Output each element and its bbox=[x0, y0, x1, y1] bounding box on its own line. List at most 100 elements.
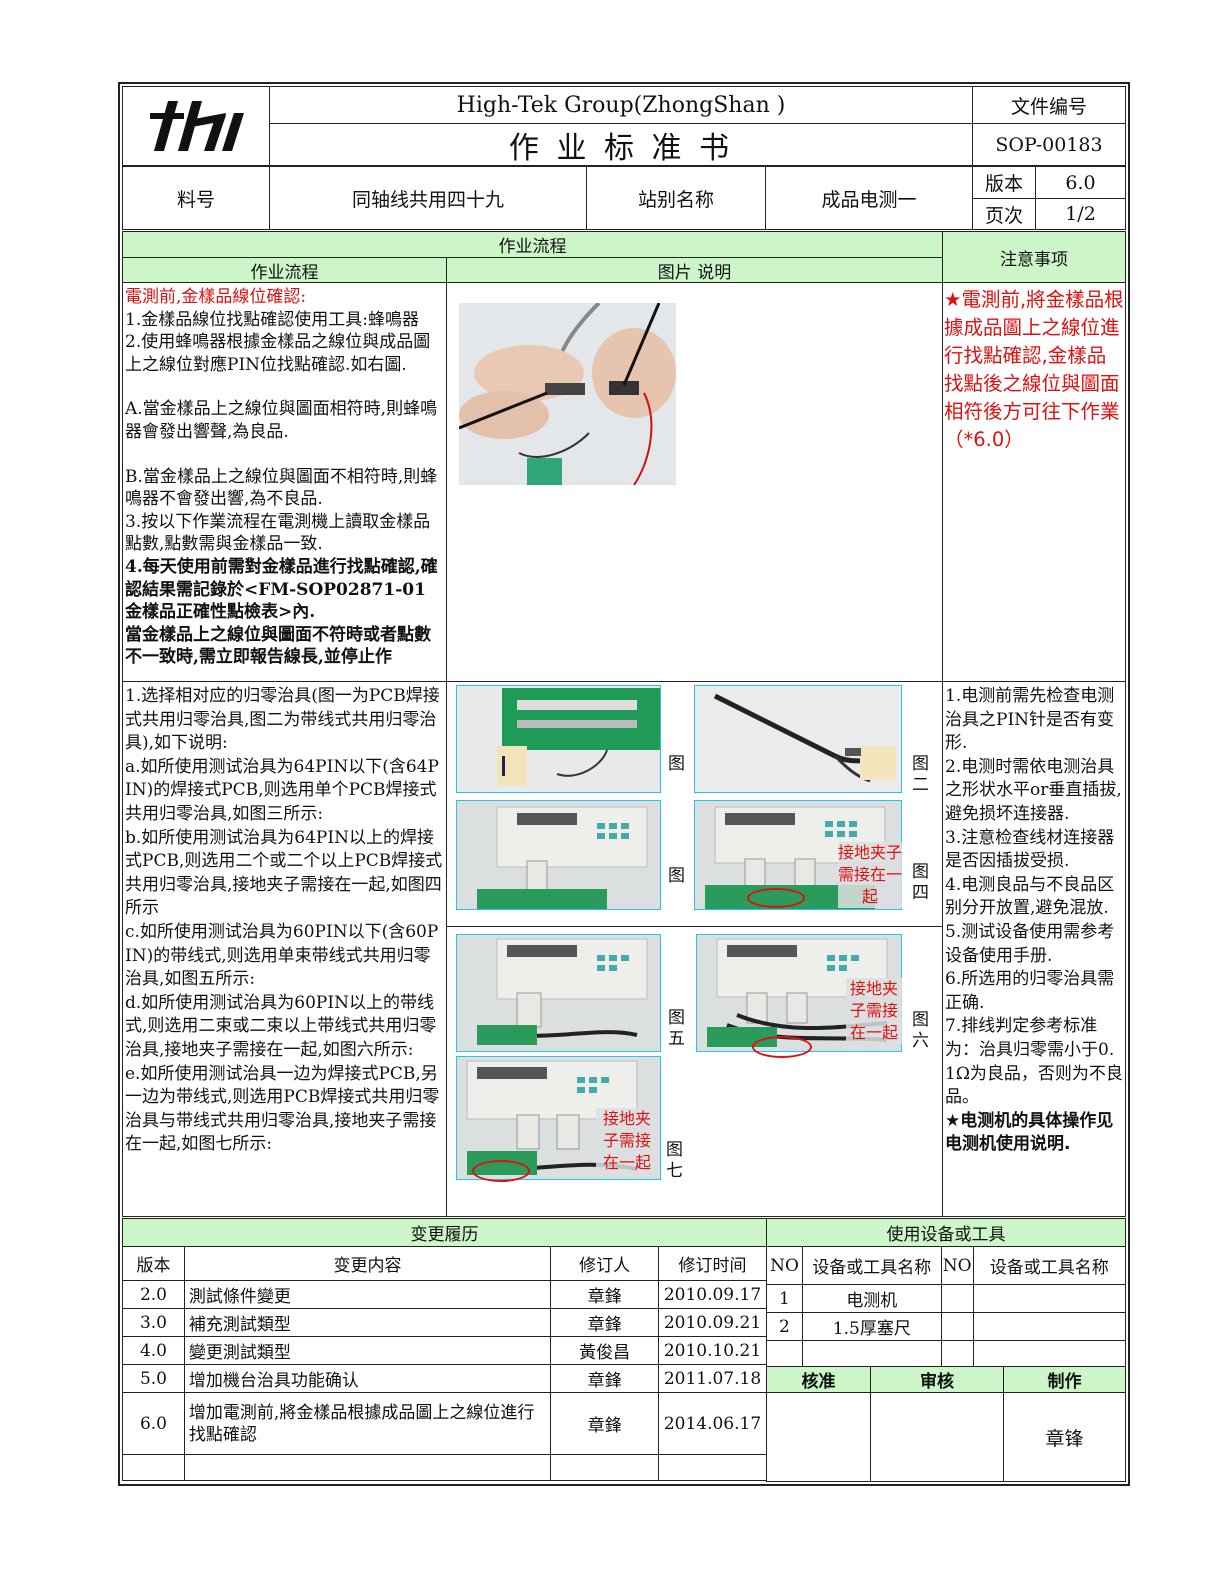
history-table: 版本 变更内容 修订人 修订时间 2.0 測試條件變更 章鋒 2010.09.1… bbox=[122, 1246, 768, 1481]
block2-line: d.如所使用测试治具为60PIN以上的带线式,则选用二束或二束以上带线式共用归零… bbox=[125, 992, 437, 1060]
block2-line: 1.选择相对应的归零治具(图一为PCB焊接式共用归零治具,图二为带线式共用归零治… bbox=[125, 686, 440, 754]
part-label: 料号 bbox=[122, 166, 270, 230]
figure-1-photo bbox=[456, 685, 661, 793]
block2-line: c.如所使用测试治具为60PIN以下(含60PIN)的带线式,则选用单束带线式共… bbox=[125, 921, 439, 990]
note-line: 3.注意检查线材连接器是否因插拔受损. bbox=[945, 827, 1115, 872]
history-version: 5.0 bbox=[122, 1364, 185, 1393]
history-date: 2010.09.21 bbox=[657, 1308, 768, 1337]
equipment-name bbox=[972, 1312, 1126, 1341]
figure-6-annotation: 接地夹子需接在一起 bbox=[846, 978, 902, 1044]
figure-5-label: 图五 bbox=[668, 1008, 685, 1049]
history-content: 測試條件變更 bbox=[183, 1280, 552, 1309]
equipment-table: NO 设备或工具名称 NO 设备或工具名称 1 电测机 2 1.5厚塞尺 bbox=[766, 1246, 1126, 1367]
company-logo bbox=[122, 86, 270, 166]
equipment-header-name-2: 设备或工具名称 bbox=[972, 1246, 1126, 1285]
block1-line: 3.按以下作業流程在電測機上讀取金樣品點數,點數需與金樣品一致. bbox=[125, 511, 431, 555]
block1-bold-line: 4.每天使用前需對金樣品進行找點確認,確認結果需記錄於<FM-SOP02871-… bbox=[125, 556, 438, 623]
block1-bold-line: 當金樣品上之線位與圖面不符時或者點數不一致時,需立即報告線長,並停止作 bbox=[125, 624, 431, 668]
block1-note: ★電測前,將金樣品根據成品圖上之線位進行找點確認,金樣品找點後之線位與圖面相符後… bbox=[944, 288, 1124, 451]
history-date: 2014.06.17 bbox=[657, 1392, 768, 1455]
history-date: 2011.07.18 bbox=[657, 1364, 768, 1393]
note-line: 5.测试设备使用需参考设备使用手册. bbox=[945, 921, 1115, 966]
maker-signature: 章锋 bbox=[1003, 1392, 1126, 1482]
note-line: 4.电测良品与不良品区别分开放置,避免混放. bbox=[945, 874, 1115, 919]
block2-divider-right bbox=[942, 681, 943, 1217]
note-line: 7.排线判定参考标准为：治具归零需小于0.1Ω为良品，否则为不良品。 bbox=[945, 1016, 1123, 1108]
note-bold-line: ★电测机的具体操作见电测机使用说明. bbox=[945, 1110, 1114, 1155]
figure-7-highlight bbox=[472, 1160, 530, 1182]
picture-column-header: 图片 说明 bbox=[446, 257, 943, 283]
history-version: 4.0 bbox=[122, 1336, 185, 1365]
figure-3-label: 图 bbox=[668, 866, 685, 886]
history-header-content: 变更内容 bbox=[183, 1246, 552, 1281]
figure-2-photo bbox=[694, 685, 902, 793]
figure-2-label: 图二 bbox=[912, 754, 929, 795]
history-empty-cell bbox=[122, 1454, 185, 1481]
history-empty-cell bbox=[657, 1454, 768, 1481]
table-row: 1 电测机 bbox=[766, 1284, 1126, 1313]
history-date: 2010.10.21 bbox=[657, 1336, 768, 1365]
logo-mark-icon bbox=[150, 101, 244, 151]
document-frame bbox=[118, 82, 1130, 1486]
block1-heading: 電測前,金樣品線位確認: bbox=[125, 287, 307, 307]
equipment-no bbox=[766, 1340, 803, 1367]
block1-line bbox=[125, 444, 443, 466]
figure-7-annotation: 接地夹子需接在一起 bbox=[596, 1108, 658, 1174]
history-content: 增加電測前,將金樣品根據成品圖上之線位進行找點確認 bbox=[183, 1392, 552, 1455]
version-label: 版本 bbox=[972, 166, 1036, 199]
flow-section-title: 作业流程 bbox=[122, 231, 943, 258]
page-label: 页次 bbox=[972, 198, 1036, 230]
figure-4-highlight bbox=[747, 888, 805, 908]
block2-frame bbox=[122, 681, 1126, 1217]
figure-7-label: 图七 bbox=[666, 1140, 683, 1181]
figure-3-photo bbox=[456, 800, 661, 910]
equipment-name bbox=[972, 1284, 1126, 1313]
block2-divider-left bbox=[446, 681, 447, 1217]
history-version: 2.0 bbox=[122, 1280, 185, 1309]
history-header-reviser: 修订人 bbox=[550, 1246, 659, 1281]
doc-title: 作 业 标 准 书 bbox=[269, 123, 973, 166]
equipment-header-no-2: NO bbox=[940, 1246, 974, 1285]
equipment-no bbox=[940, 1284, 974, 1313]
history-reviser: 章鋒 bbox=[550, 1308, 659, 1337]
history-version: 6.0 bbox=[122, 1392, 185, 1455]
table-row: 6.0 增加電測前,將金樣品根據成品圖上之線位進行找點確認 章鋒 2014.06… bbox=[122, 1392, 768, 1455]
version-value: 6.0 bbox=[1035, 166, 1126, 199]
make-header: 制作 bbox=[1003, 1366, 1126, 1393]
history-version: 3.0 bbox=[122, 1308, 185, 1337]
history-content: 變更測試類型 bbox=[183, 1336, 552, 1365]
figure-6-label: 图六 bbox=[912, 1010, 929, 1051]
history-date: 2010.09.17 bbox=[657, 1280, 768, 1309]
review-header: 审核 bbox=[870, 1366, 1004, 1393]
figure-1-label: 图 bbox=[668, 754, 685, 774]
station-value: 成品电测一 bbox=[765, 166, 973, 230]
figure-4-label: 图四 bbox=[912, 862, 929, 903]
history-reviser: 黃俊昌 bbox=[550, 1336, 659, 1365]
table-row: 2.0 測試條件變更 章鋒 2010.09.17 bbox=[122, 1280, 768, 1309]
block1-divider-right bbox=[942, 282, 943, 682]
equipment-no bbox=[940, 1340, 974, 1367]
history-empty-cell bbox=[183, 1454, 552, 1481]
table-row: 5.0 增加機台治具功能确认 章鋒 2011.07.18 bbox=[122, 1364, 768, 1393]
doc-no: SOP-00183 bbox=[972, 123, 1126, 166]
table-row: 2 1.5厚塞尺 bbox=[766, 1312, 1126, 1341]
block1-line: 2.使用蜂鳴器根據金樣品之線位與成品圖上之線位對應PIN位找點確認.如右圖. bbox=[125, 332, 431, 375]
history-empty-cell bbox=[550, 1454, 659, 1481]
block1-line: B.當金樣品上之線位與圖面不相符時,則蜂鳴器不會發出響,為不良品. bbox=[125, 466, 438, 510]
history-header-version: 版本 bbox=[122, 1246, 185, 1281]
figure-5-photo bbox=[456, 934, 661, 1052]
history-reviser: 章鋒 bbox=[550, 1392, 659, 1455]
block1-divider-left bbox=[446, 282, 447, 682]
block2-line: a.如所使用测试治具为64PIN以下(含64PIN)的焊接式PCB,则选用单个P… bbox=[125, 756, 439, 824]
block1-instructions: 電測前,金樣品線位確認: 1.金樣品線位找點確認使用工具:蜂鳴器 2.使用蜂鳴器… bbox=[122, 284, 446, 680]
history-header-date: 修订时间 bbox=[657, 1246, 768, 1281]
doc-no-label: 文件编号 bbox=[972, 86, 1126, 124]
table-row bbox=[122, 1454, 768, 1481]
equipment-header-name: 设备或工具名称 bbox=[801, 1246, 942, 1285]
note-line: 2.电测时需依电测治具之形状水平or垂直插拔,避免损坏连接器. bbox=[945, 756, 1122, 824]
equipment-header-no: NO bbox=[766, 1246, 803, 1285]
approve-signature bbox=[766, 1392, 871, 1482]
table-row: 4.0 變更測試類型 黃俊昌 2010.10.21 bbox=[122, 1336, 768, 1365]
block1-line bbox=[125, 376, 443, 398]
approve-header: 核准 bbox=[766, 1366, 871, 1393]
